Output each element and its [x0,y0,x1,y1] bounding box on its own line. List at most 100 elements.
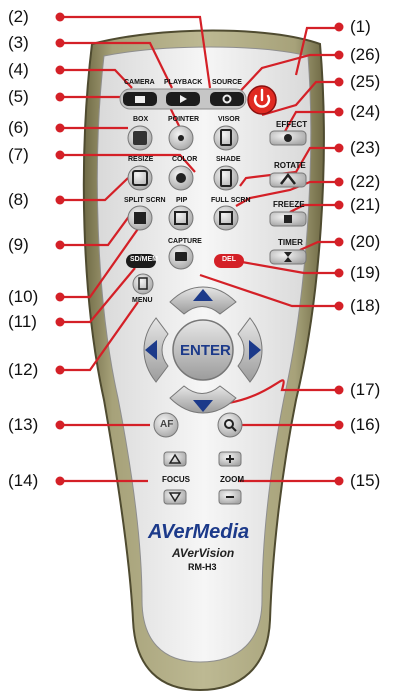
callout-label: (15) [350,471,381,490]
left-arrow-icon [145,340,157,360]
focus-label: FOCUS [162,475,190,484]
timer-button[interactable] [269,249,307,265]
sd-mem-button[interactable] [126,254,156,268]
af-label: AF [160,419,174,430]
callout-dot [334,420,344,430]
pointer-label: POINTER [168,116,200,123]
focus-down-icon [168,492,182,503]
source-label: SOURCE [212,79,242,86]
box-label: BOX [133,116,149,123]
callout-label: (3) [8,33,29,52]
callout-label: (21) [350,195,381,214]
rotate-icon [280,172,296,185]
callout-dot [334,301,344,311]
visor-label: VISOR [218,116,240,123]
pip-label: PIP [176,197,188,204]
zoom-fit-button[interactable] [217,412,243,438]
callout-dot [55,150,65,160]
callout-label: (19) [350,263,381,282]
callout-dot [334,107,344,117]
callout-label: (9) [8,235,29,254]
shade-label: SHADE [216,156,241,163]
callout-dot [55,292,65,302]
product-name: AVerVision [172,546,235,560]
right-arrow-icon [249,340,261,360]
model-number: RM-H3 [188,562,217,572]
source-icon [222,94,232,104]
callout-dot [334,200,344,210]
callout-label: (24) [350,102,381,121]
source-button[interactable] [210,92,244,106]
callout-label: (4) [8,60,29,79]
rotate-label: ROTATE [274,161,306,170]
callout-dot [334,177,344,187]
down-arrow-button[interactable] [169,385,237,414]
camera-icon [135,96,145,103]
focus-up-icon [168,453,182,464]
callout-label: (7) [8,145,29,164]
split-screen-label: SPLIT SCRN [124,197,166,204]
callout-dot [55,476,65,486]
color-icon [176,173,186,183]
timer-label: TIMER [278,238,303,247]
callout-label: (14) [8,471,39,490]
af-button[interactable] [153,412,179,438]
box-icon [133,131,147,145]
callout-dot [55,12,65,22]
pip-button[interactable] [168,205,194,231]
callout-dot [334,237,344,247]
callout-label: (2) [8,7,29,26]
callout-label: (6) [8,118,29,137]
color-label: COLOR [172,156,198,163]
full-screen-label: FULL SCRN [211,197,251,204]
callout-dot [55,123,65,133]
callout-dot [55,420,65,430]
callout-label: (13) [8,415,39,434]
up-arrow-icon [193,289,213,301]
brand-name: AVerMedia [148,521,250,543]
sd-mem-label: SD/MEM [130,256,158,263]
playback-label: PLAYBACK [164,79,203,86]
callout-label: (23) [350,138,381,157]
resize-button[interactable] [127,165,153,191]
down-arrow-icon [193,400,213,412]
callout-label: (11) [8,312,37,331]
callout-dot [55,317,65,327]
callout-dot [55,65,65,75]
callout-dot [334,476,344,486]
pip-icon [174,211,188,225]
callout-dot [55,38,65,48]
callout-label: (10) [8,287,39,306]
menu-label: MENU [132,297,153,304]
callout-label: (17) [350,380,381,399]
resize-label: RESIZE [128,156,154,163]
play-icon [180,95,187,103]
menu-button[interactable] [132,273,154,295]
pointer-icon [178,135,184,141]
power-icon [253,94,271,108]
callout-dot [334,143,344,153]
zoom-label: ZOOM [220,475,244,484]
del-button[interactable] [214,254,244,268]
resize-icon [132,170,148,186]
camera-label: CAMERA [124,79,155,86]
enter-label: ENTER [180,342,231,359]
full-screen-button[interactable] [213,205,239,231]
callout-label: (22) [350,172,381,191]
magnifier-icon [224,419,234,429]
shade-icon [220,169,232,187]
callout-dot [334,50,344,60]
camera-capture-icon [175,252,187,261]
callout-label: (25) [350,72,381,91]
callout-label: (5) [8,87,29,106]
timer-icon [284,252,292,262]
enter-button[interactable] [172,319,234,381]
visor-icon [220,129,232,146]
callout-label: (8) [8,190,29,209]
callout-dot [55,92,65,102]
callout-label: (16) [350,415,381,434]
callout-dot [55,195,65,205]
plus-icon [226,455,234,463]
